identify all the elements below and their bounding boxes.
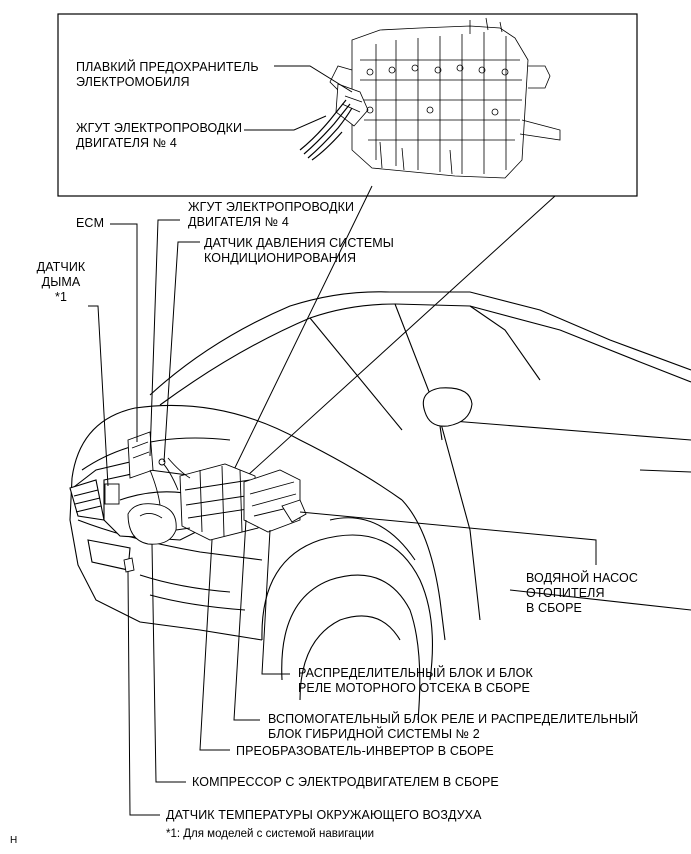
water-pump-unit [281,499,307,523]
label-harness-main: ЖГУТ ЭЛЕКТРОПРОВОДКИ ДВИГАТЕЛЯ № 4 [188,200,355,229]
leader-inverter [199,539,230,751]
engine-components [104,431,307,573]
label-harness-inset: ЖГУТ ЭЛЕКТРОПРОВОДКИ ДВИГАТЕЛЯ № 4 [76,121,243,150]
label-smoke-sensor: ДАТЧИК ДЫМА *1 [36,260,86,304]
leader-harness-main [149,219,180,457]
label-engine-relay-block: РАСПРЕДЕЛИТЕЛЬНЫЙ БЛОК И БЛОК РЕЛЕ МОТОР… [298,666,533,695]
footnote: *1: Для моделей с системой навигации [166,828,375,840]
leader-ambient [127,571,160,816]
leader-ecm [110,223,138,442]
leader-hybrid-relay [233,519,260,721]
label-compressor: КОМПРЕССОР С ЭЛЕКТРОДВИГАТЕЛЕМ В СБОРЕ [192,775,499,789]
inset-callout-right [235,195,556,487]
leader-compressor [151,543,186,783]
corner-mark: H [10,835,18,846]
label-ecm: ECM [76,216,105,230]
smoke-sensor-unit [104,483,120,505]
label-inverter: ПРЕОБРАЗОВАТЕЛЬ-ИНВЕРТОР В СБОРЕ [236,744,494,758]
inset-frame [57,13,638,197]
inset-engine-detail [299,17,561,179]
inverter-unit [179,463,259,541]
inset-callout-left [227,185,373,483]
label-water-pump: ВОДЯНОЙ НАСОС ОТОПИТЕЛЯ В СБОРЕ [526,571,638,615]
label-ev-fuse: ПЛАВКИЙ ПРЕДОХРАНИТЕЛЬ ЭЛЕКТРОМОБИЛЯ [76,60,259,89]
leader-ac-pressure [163,241,200,463]
leader-engine-relay [261,529,290,675]
leader-water-pump [299,511,597,565]
leader-harness-inset [244,115,327,131]
label-ambient-sensor: ДАТЧИК ТЕМПЕРАТУРЫ ОКРУЖАЮЩЕГО ВОЗДУХА [166,808,482,822]
ambient-sensor-unit [123,557,135,573]
leader-ev-fuse [274,65,353,93]
leader-lines [88,219,597,816]
label-ac-pressure-sensor: ДАТЧИК ДАВЛЕНИЯ СИСТЕМЫ КОНДИЦИОНИРОВАНИ… [204,236,394,265]
label-hybrid-relay-block: ВСПОМОГАТЕЛЬНЫЙ БЛОК РЕЛЕ И РАСПРЕДЕЛИТЕ… [268,712,639,741]
leader-smoke-sensor [88,305,109,487]
